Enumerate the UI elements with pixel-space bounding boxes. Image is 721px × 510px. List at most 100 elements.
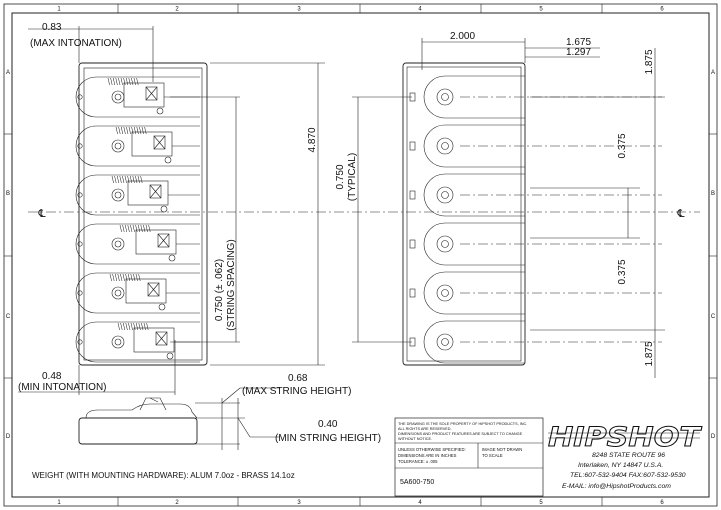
- spring-coil: [115, 126, 118, 135]
- spring-coil: [112, 77, 116, 86]
- spring-coil: [119, 175, 122, 184]
- height-screw: [149, 184, 162, 199]
- saddle-outline: [75, 321, 200, 363]
- width-value: 2.000: [450, 31, 475, 42]
- spring-coil: [118, 126, 121, 135]
- mounting-screw: [114, 93, 122, 101]
- spring-coil: [125, 273, 128, 282]
- spring-coil: [128, 77, 131, 86]
- spring-coil: [118, 77, 121, 86]
- hole-offset-b: 1.297: [566, 47, 591, 58]
- spring-coil: [130, 322, 133, 331]
- string-hole: [441, 289, 449, 297]
- saddle: [75, 76, 200, 118]
- mount-nub: [77, 290, 83, 296]
- spring-coil: [133, 77, 136, 86]
- spring-coil: [111, 175, 114, 184]
- saddle-outline: [75, 125, 200, 167]
- grid-column-label: 6: [660, 7, 664, 13]
- saddle-screw: [160, 205, 168, 213]
- overall-length-value: 4.870: [307, 127, 318, 152]
- height-screw: [147, 282, 160, 297]
- spring-coil: [131, 77, 134, 86]
- mounting-tab: [409, 288, 416, 298]
- grid-column-label: 4: [418, 500, 422, 506]
- grid-row-label: B: [711, 191, 715, 197]
- grid-ticks: [4, 4, 717, 506]
- grid-row-label: D: [711, 434, 716, 440]
- height-screw: [155, 331, 168, 346]
- mounting-screw: [114, 142, 122, 150]
- typical-label: (TYPICAL): [347, 153, 358, 201]
- spring-coil: [120, 77, 123, 86]
- spring-coil: [122, 273, 125, 282]
- grid-column-label: 4: [418, 7, 422, 13]
- spring-coil: [140, 175, 143, 184]
- spring-coil: [140, 224, 143, 233]
- mid-lower-value: 0.375: [617, 259, 628, 284]
- title-block: THE DRAWING IS THE SOLE PROPERTY OF HIPS…: [394, 417, 544, 497]
- spring-coil: [132, 224, 135, 233]
- saddle-block: [135, 229, 177, 255]
- string-hole: [436, 186, 454, 204]
- string-hole: [441, 240, 449, 248]
- height-screw: [157, 233, 170, 248]
- spring-coil: [120, 322, 123, 331]
- spring-coil: [120, 273, 123, 282]
- saddle-group: [75, 76, 200, 363]
- edge-bottom-value: 1.875: [644, 341, 655, 366]
- spring-coil: [137, 175, 140, 184]
- height-screw: [153, 135, 166, 150]
- spring-coil: [148, 224, 151, 233]
- string-hole: [436, 284, 454, 302]
- grid-column-label: 2: [175, 7, 179, 13]
- string-slot: [409, 320, 662, 364]
- min-intonation-label: (MIN INTONATION): [18, 382, 107, 393]
- slot-outline: [423, 75, 525, 119]
- slot-group: [409, 75, 662, 364]
- mounting-screw: [114, 338, 122, 346]
- intonation-spring: [111, 175, 143, 184]
- spring-coil: [143, 224, 146, 233]
- slot-outline: [423, 222, 525, 266]
- spring-coil: [137, 224, 141, 233]
- spring-coil: [114, 175, 117, 184]
- spring-coil: [136, 77, 139, 86]
- slot-outline: [423, 271, 525, 315]
- spring-coil: [138, 322, 141, 331]
- spring-coil: [132, 175, 135, 184]
- spring-coil: [110, 77, 113, 86]
- spring-coil: [135, 273, 138, 282]
- saddle-block: [125, 278, 167, 304]
- spring-coil: [112, 273, 115, 282]
- height-screw: [145, 86, 158, 101]
- string-slot: [409, 271, 662, 315]
- mounting-screw: [111, 286, 125, 300]
- spring-coil: [146, 322, 149, 331]
- mounting-screw: [111, 188, 125, 202]
- saddle-screw: [166, 352, 174, 360]
- spring-coil: [127, 224, 130, 233]
- spring-coil: [133, 126, 137, 135]
- mounting-screw: [111, 139, 125, 153]
- saddle-block: [131, 131, 173, 157]
- spring-coil: [131, 126, 134, 135]
- spring-coil: [120, 126, 124, 135]
- mount-nub: [77, 192, 83, 198]
- tolerance-note: UNLESS OTHERWISE SPECIFIED: DIMENSIONS A…: [398, 447, 467, 464]
- spring-coil: [135, 175, 138, 184]
- hipshot-logo: HIPSHOT: [548, 422, 703, 453]
- string-hole: [441, 93, 449, 101]
- spring-coil: [128, 322, 131, 331]
- max-height-label: (MAX STRING HEIGHT): [242, 386, 351, 397]
- grid-column-label: 5: [539, 7, 543, 13]
- grid-row-label: C: [6, 314, 11, 320]
- grid-column-label: 5: [539, 500, 543, 506]
- saddle-outline: [75, 223, 200, 265]
- spring-coil: [122, 224, 125, 233]
- typical-value: 0.750: [335, 164, 346, 189]
- weight-note: WEIGHT (WITH MOUNTING HARDWARE): ALUM 7.…: [32, 471, 295, 480]
- min-height-value: 0.40: [318, 419, 338, 430]
- grid-row-label: A: [6, 70, 10, 76]
